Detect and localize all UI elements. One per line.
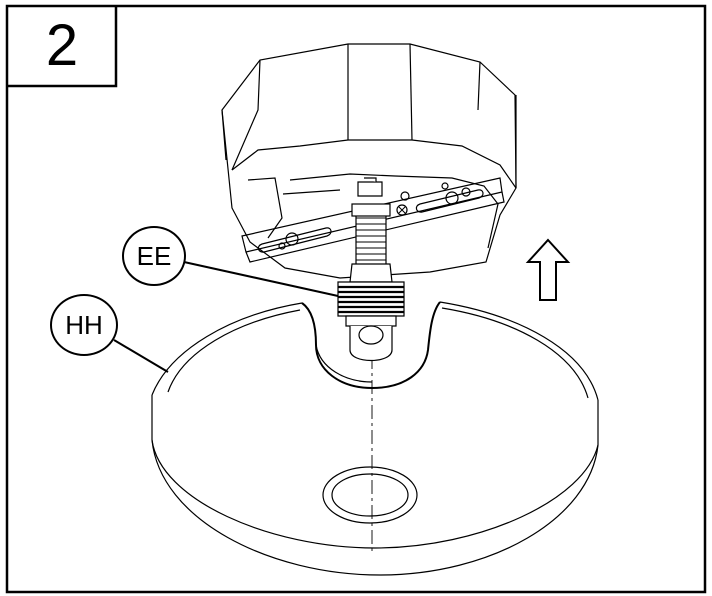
leader-line-ee bbox=[183, 261, 339, 297]
step-number-box-label: 2 bbox=[8, 6, 116, 86]
diagram-border bbox=[5, 4, 707, 594]
up-arrow-icon bbox=[525, 238, 571, 301]
canopy-disk bbox=[151, 255, 599, 576]
leader-line-hh bbox=[113, 339, 169, 373]
callout-ee-label: EE bbox=[136, 240, 172, 271]
threaded-nipple bbox=[337, 177, 405, 361]
junction-box bbox=[221, 43, 517, 279]
callout-hh-label: HH bbox=[65, 309, 103, 340]
step-number-box bbox=[7, 6, 118, 88]
step-number: 2 bbox=[45, 13, 79, 78]
callout-ee: EE bbox=[122, 226, 186, 286]
callout-hh: HH bbox=[50, 294, 118, 356]
